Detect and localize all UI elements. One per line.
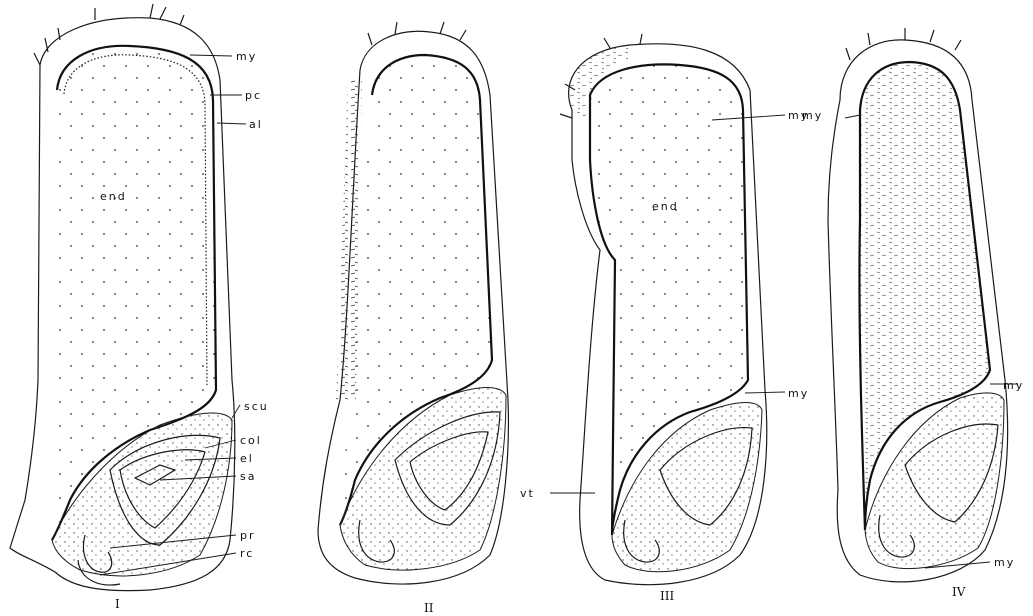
panel-4-numeral: IV (952, 585, 966, 599)
panel-3-numeral: III (660, 589, 674, 603)
label-p4-my-top: my (802, 109, 823, 122)
label-p1-pc: pc (245, 89, 262, 102)
label-p1-pr: pr (240, 529, 256, 542)
label-p1-scu: scu (244, 400, 269, 413)
panel-3: end my my vt III (520, 34, 809, 603)
leader-p4-my-top (845, 115, 860, 118)
leader-p3-my-mid (745, 392, 785, 393)
leader-p1-scu (232, 405, 240, 418)
label-p3-end: end (652, 200, 679, 213)
label-p1-end: end (100, 190, 127, 203)
panel-4-hairs (846, 28, 961, 60)
panel-2-numeral: II (424, 601, 434, 615)
panel-1: end my pc al scu col el sa pr rc I (10, 4, 269, 611)
label-p1-sa: sa (240, 470, 256, 483)
panel-4: my my my IV (802, 28, 1024, 599)
panel-2-hairs (368, 22, 466, 45)
label-p4-my-bottom: my (994, 556, 1015, 569)
label-p1-col: col (240, 434, 262, 447)
label-p1-rc: rc (240, 547, 254, 560)
leader-p1-my (190, 55, 232, 56)
label-p4-my-mid: my (1003, 379, 1024, 392)
label-p1-al: al (249, 118, 263, 131)
label-p3-vt: vt (520, 487, 535, 500)
panel-1-numeral: I (115, 597, 120, 611)
label-p1-my: my (236, 50, 257, 63)
label-p1-el: el (240, 452, 254, 465)
label-p3-my-mid: my (788, 387, 809, 400)
panel-2: II (318, 22, 508, 615)
